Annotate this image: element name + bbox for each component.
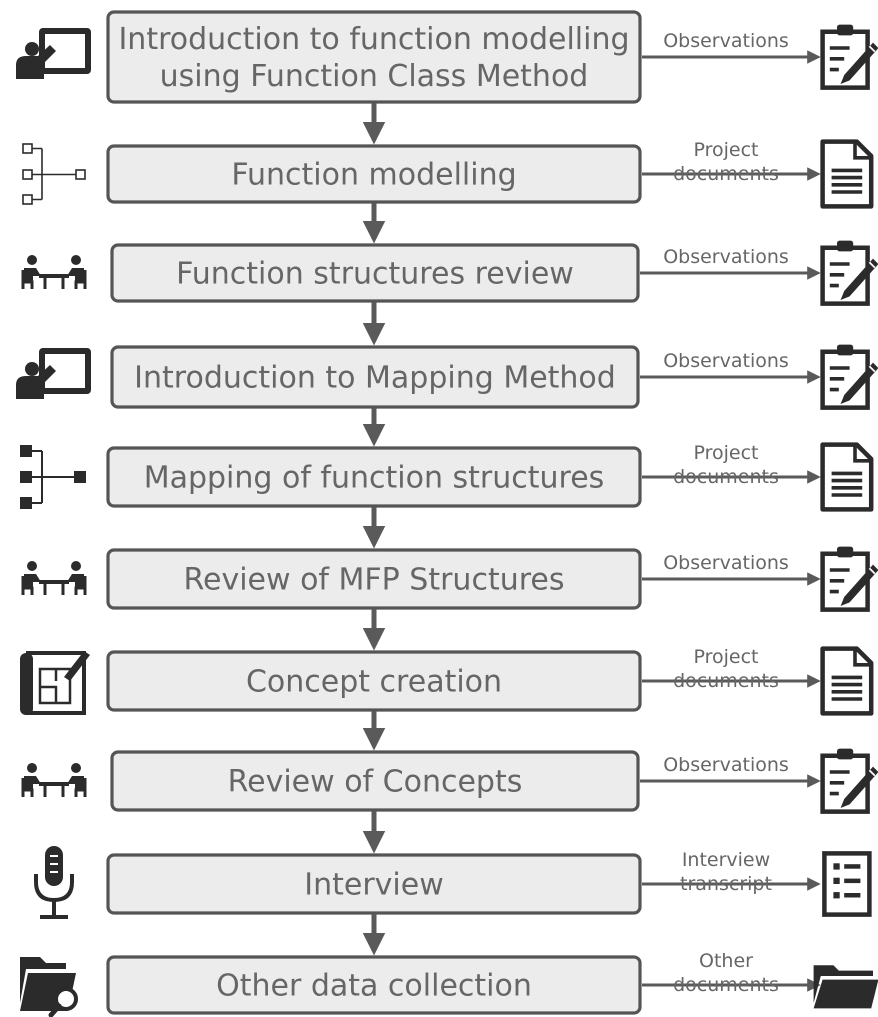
output-label-line: documents — [673, 974, 779, 996]
meeting-icon — [21, 763, 87, 797]
document-icon — [820, 139, 874, 209]
step-label-line: Introduction to Mapping Method — [134, 361, 616, 396]
output-label-line: documents — [673, 670, 779, 692]
step-box — [106, 548, 642, 610]
folder-icon — [813, 965, 878, 1009]
clipboard-pen-icon — [820, 748, 878, 814]
function-tree-filled-icon — [20, 445, 86, 509]
step-label-line: Mapping of function structures — [144, 461, 605, 496]
step-box — [106, 10, 642, 104]
meeting-icon — [21, 561, 87, 595]
step-box — [106, 650, 642, 712]
step-label-line: Other data collection — [216, 969, 532, 1004]
step-label-line: Introduction to function modelling — [118, 22, 629, 57]
clipboard-pen-icon — [820, 24, 878, 90]
presentation-icon — [16, 348, 91, 399]
output-label-line: Observations — [663, 246, 789, 268]
step-box — [110, 750, 640, 812]
step-box — [106, 853, 642, 915]
output-label-line: Observations — [663, 30, 789, 52]
output-label-line: documents — [673, 163, 779, 185]
output-label-line: Interview — [682, 849, 770, 871]
step-box — [110, 243, 640, 303]
step-label-line: using Function Class Method — [160, 59, 589, 94]
document-icon — [820, 442, 874, 512]
output-label-line: Observations — [663, 754, 789, 776]
step-label-line: Function modelling — [231, 158, 516, 193]
checklist-icon — [822, 851, 872, 917]
blueprint-icon — [20, 651, 90, 715]
document-icon — [820, 646, 874, 716]
meeting-icon — [21, 255, 87, 289]
output-label-line: Project — [693, 139, 758, 161]
clipboard-pen-icon — [820, 240, 878, 306]
output-label-line: transcript — [680, 873, 772, 895]
output-label-line: documents — [673, 466, 779, 488]
microphone-icon — [34, 846, 74, 919]
presentation-icon — [16, 28, 91, 79]
step-box — [106, 446, 642, 508]
clipboard-pen-icon — [820, 546, 878, 612]
output-label-line: Observations — [663, 350, 789, 372]
step-label-line: Interview — [304, 868, 444, 903]
function-tree-outline-icon — [22, 143, 86, 205]
folder-search-icon — [20, 957, 78, 1017]
output-label-line: Other — [699, 950, 753, 972]
output-label-line: Observations — [663, 552, 789, 574]
step-label-line: Function structures review — [176, 257, 574, 292]
output-label-line: Project — [693, 442, 758, 464]
output-label-line: Project — [693, 646, 758, 668]
step-box — [110, 345, 640, 409]
step-box — [106, 144, 642, 204]
step-label-line: Concept creation — [246, 665, 502, 700]
clipboard-pen-icon — [820, 344, 878, 410]
step-label-line: Review of Concepts — [228, 765, 523, 800]
step-box — [106, 955, 642, 1015]
step-label-line: Review of MFP Structures — [184, 563, 565, 598]
